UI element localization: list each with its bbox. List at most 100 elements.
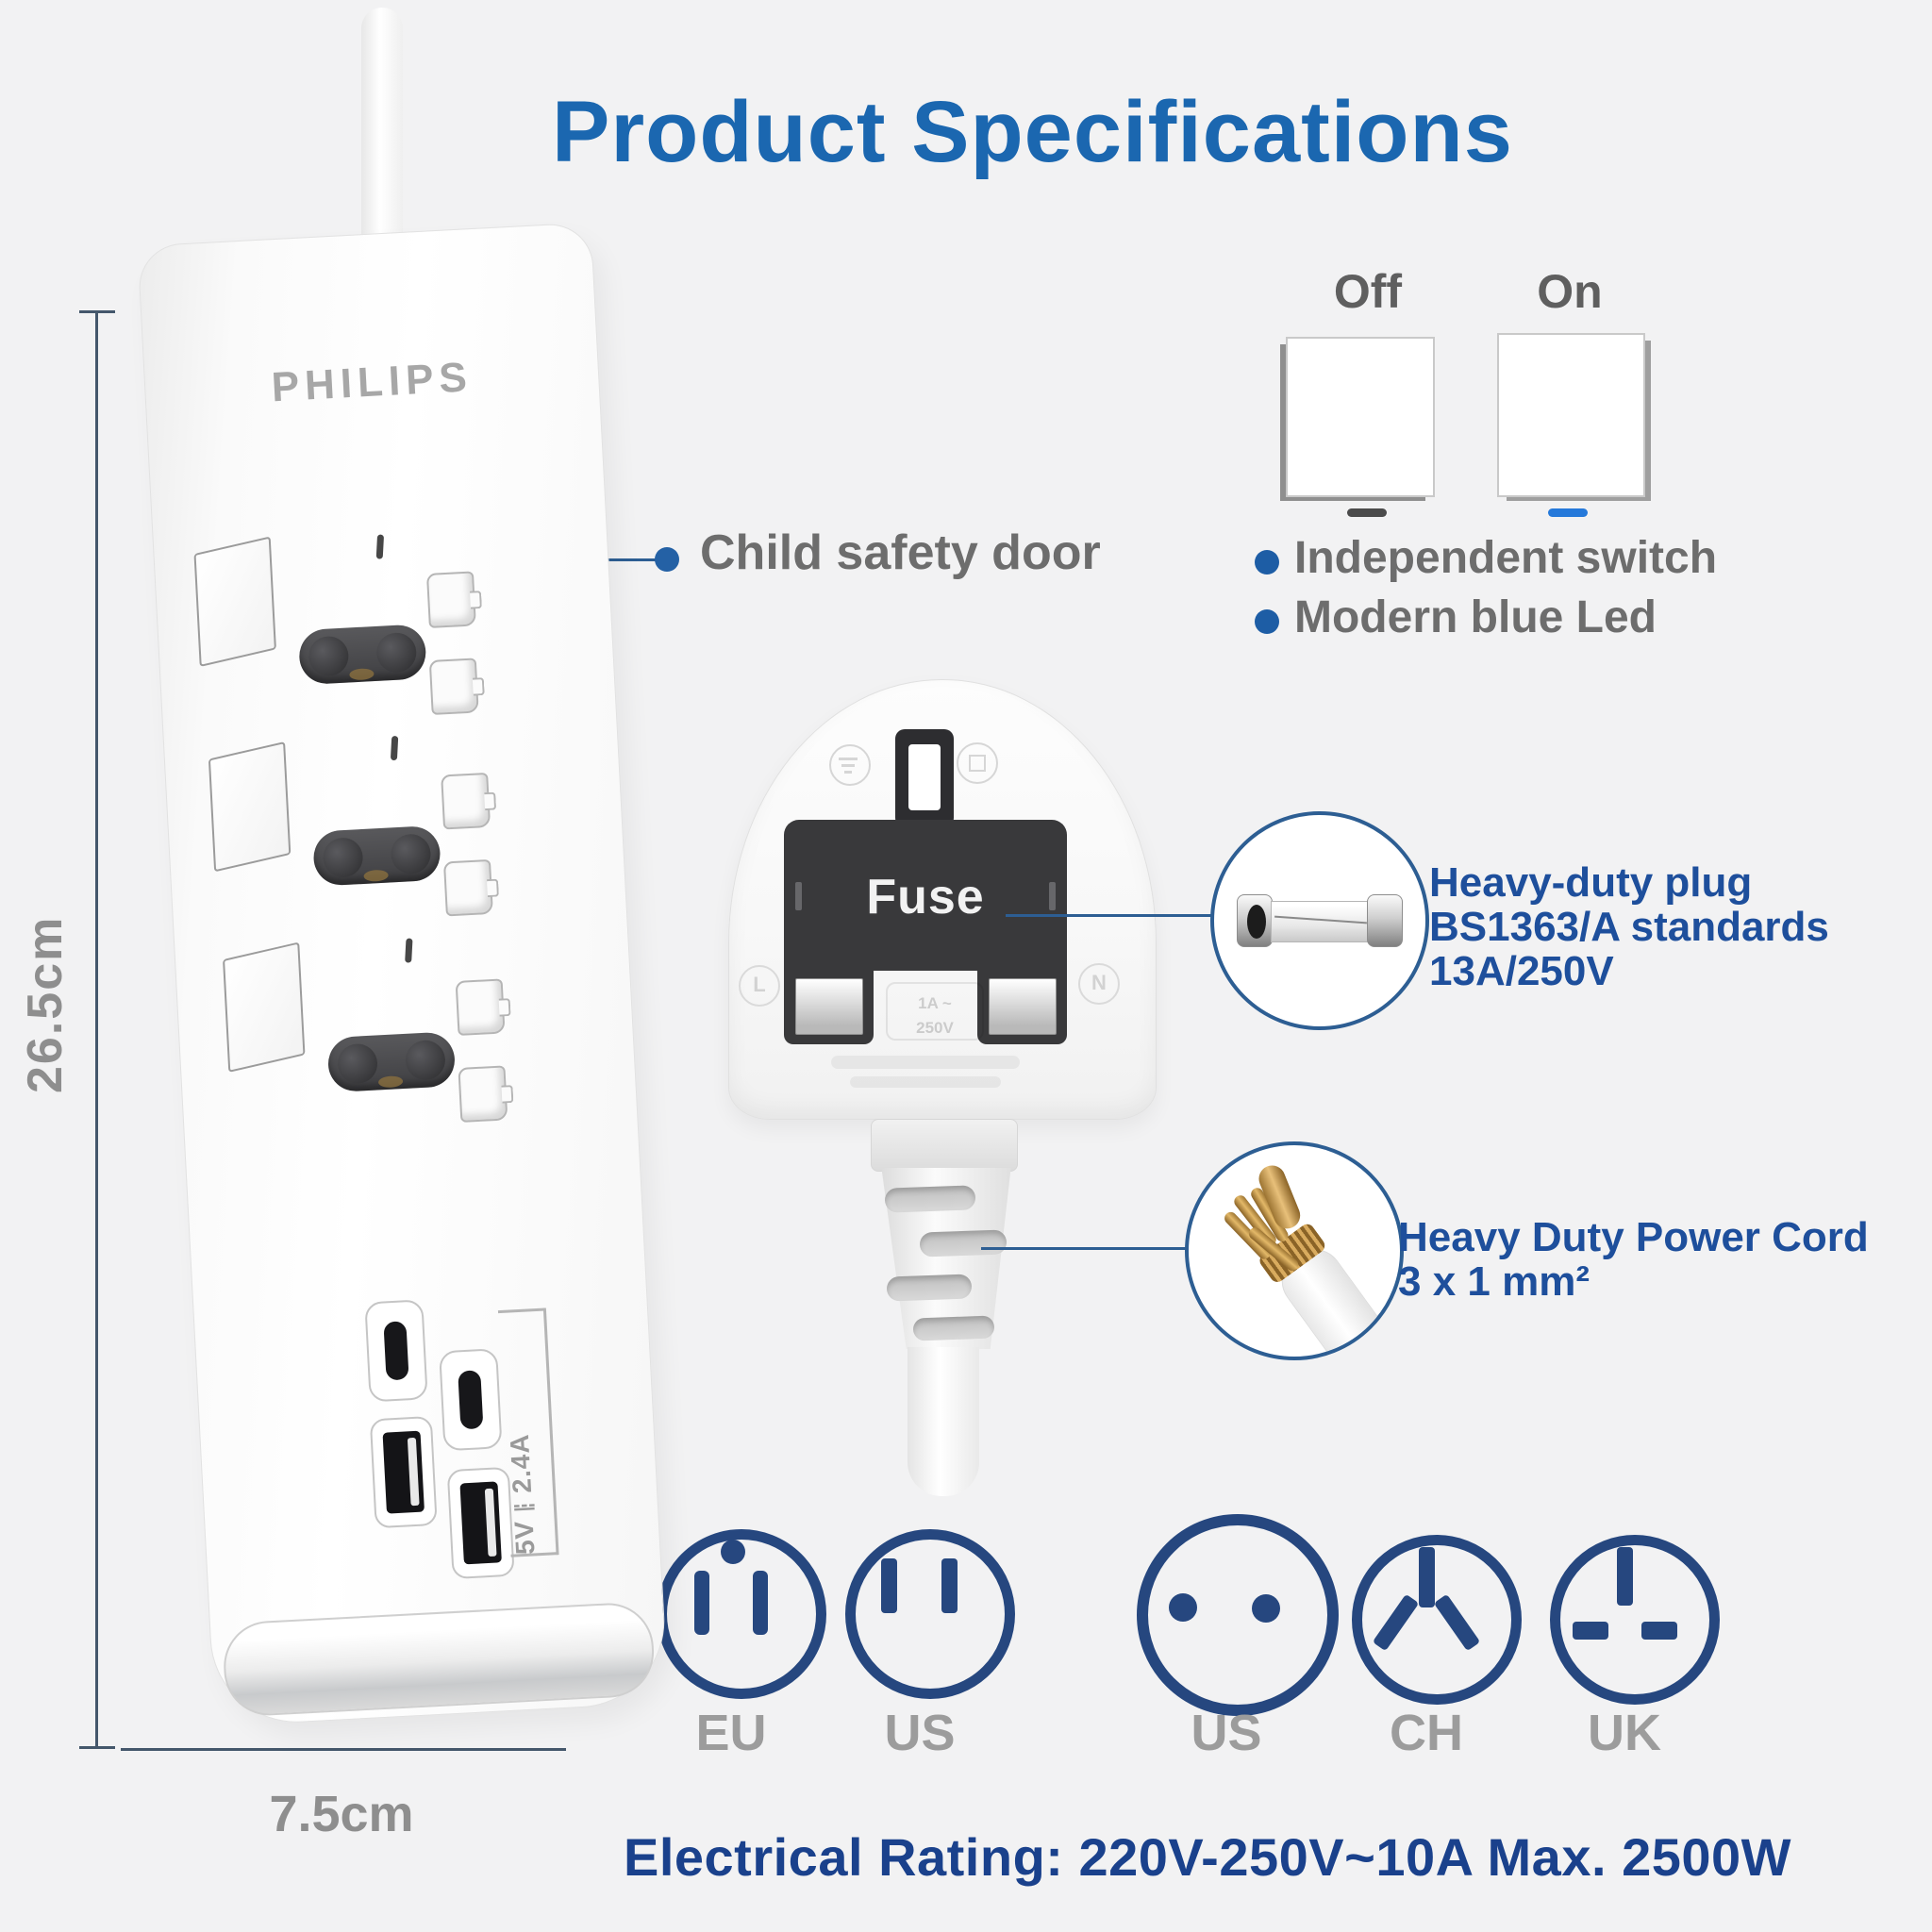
height-dimension-line bbox=[95, 311, 98, 1749]
embossed-text-line bbox=[850, 1076, 1001, 1088]
us-round-pin-hole bbox=[1252, 1594, 1280, 1623]
usb-c-port bbox=[439, 1348, 503, 1452]
plug-type-label: EU bbox=[695, 1705, 767, 1761]
switch-on-illustration bbox=[1497, 333, 1645, 497]
child-safety-label: Child safety door bbox=[700, 525, 1101, 580]
plug-type-label: US bbox=[1191, 1705, 1262, 1761]
ch-earth-slot bbox=[1419, 1547, 1435, 1607]
philips-logo: PHILIPS bbox=[270, 354, 474, 411]
feature-modern-blue-led: Modern blue Led bbox=[1294, 592, 1657, 642]
fuse-detail-circle bbox=[1210, 811, 1429, 1030]
strip-base bbox=[221, 1601, 657, 1718]
uk-earth-slot bbox=[1617, 1547, 1633, 1606]
fuse-end-cap bbox=[1367, 894, 1403, 947]
cord-heading-line: Heavy Duty Power Cord bbox=[1398, 1214, 1869, 1260]
uk-socket-icon bbox=[1550, 1535, 1720, 1705]
usb-c-port bbox=[364, 1299, 428, 1403]
double-insulation-icon bbox=[957, 742, 998, 784]
led-indicator bbox=[375, 534, 385, 559]
off-label: Off bbox=[1333, 265, 1403, 318]
plug-type-label: CH bbox=[1390, 1705, 1463, 1761]
eu-socket-icon bbox=[657, 1529, 826, 1699]
fuse-cap-opening bbox=[1247, 905, 1266, 939]
child-safety-callout-dot bbox=[655, 547, 679, 572]
uk-slot bbox=[1641, 1622, 1677, 1640]
bullet-icon bbox=[1255, 609, 1279, 634]
feature-independent-switch: Independent switch bbox=[1294, 533, 1718, 583]
on-indicator-dash bbox=[1548, 508, 1588, 517]
prong-slot bbox=[784, 971, 874, 1044]
width-dimension-label: 7.5cm bbox=[269, 1786, 414, 1842]
prong-pin bbox=[989, 978, 1057, 1035]
prong-slot bbox=[977, 971, 1067, 1044]
earth-pin bbox=[908, 744, 941, 810]
child-safety-slot bbox=[455, 978, 506, 1036]
child-safety-slot bbox=[458, 1065, 508, 1123]
receptacle-contact bbox=[377, 1075, 404, 1089]
ch-slot bbox=[1433, 1593, 1481, 1652]
on-label: On bbox=[1537, 265, 1603, 318]
child-safety-slot bbox=[425, 571, 476, 628]
cord-cross-section-icon bbox=[1189, 1145, 1400, 1357]
strain-relief-vent bbox=[912, 1315, 995, 1341]
receptacle-contact bbox=[363, 869, 389, 882]
power-switch bbox=[193, 536, 276, 667]
child-safety-slot bbox=[428, 658, 479, 715]
power-switch bbox=[223, 941, 306, 1073]
neutral-marker: N bbox=[1078, 963, 1120, 1005]
embossed-text-line bbox=[831, 1056, 1020, 1069]
plug-heading-line: Heavy-duty plug bbox=[1429, 859, 1753, 906]
earth-pin-slot bbox=[895, 729, 954, 827]
panel-notch bbox=[795, 882, 802, 910]
bullet-icon bbox=[1255, 550, 1279, 575]
two-pin-receptacle bbox=[326, 1031, 457, 1093]
usb-a-pin bbox=[459, 1481, 502, 1565]
width-dimension-line bbox=[121, 1748, 566, 1751]
height-dimension-bottom-tick bbox=[79, 1746, 115, 1749]
usb-a-port bbox=[446, 1466, 515, 1580]
cord-heading-line: 3 x 1 mm² bbox=[1398, 1258, 1590, 1305]
fuse-panel: Fuse bbox=[784, 820, 1067, 971]
uk-plug-cord bbox=[908, 1347, 979, 1496]
us-round-pin-hole bbox=[1169, 1593, 1197, 1622]
live-marker: L bbox=[739, 965, 780, 1007]
plug-heading-line: BS1363/A standards bbox=[1429, 904, 1829, 950]
usb-a-tongue bbox=[484, 1488, 497, 1557]
earth-symbol-icon bbox=[829, 744, 871, 786]
usb-a-tongue bbox=[407, 1437, 420, 1507]
prong-pin bbox=[795, 978, 863, 1035]
eu-earth-dot bbox=[721, 1540, 745, 1564]
strain-relief-vent bbox=[884, 1185, 976, 1213]
fuse-rating-amps: 1A ~ bbox=[918, 994, 952, 1012]
child-safety-slot bbox=[441, 772, 491, 830]
fuse-rating-volts: 250V bbox=[916, 1018, 954, 1037]
uk-plug: Fuse 1A ~ 250V L N bbox=[728, 679, 1157, 1120]
receptacle-contact bbox=[349, 668, 375, 681]
height-dimension-top-tick bbox=[79, 310, 115, 313]
child-safety-slot bbox=[442, 858, 493, 917]
ch-socket-icon bbox=[1352, 1535, 1522, 1705]
fuse-end-cap bbox=[1237, 894, 1273, 947]
eu-slot bbox=[694, 1571, 709, 1635]
off-indicator-dash bbox=[1347, 508, 1387, 517]
plug-collar bbox=[871, 1119, 1018, 1172]
plug-type-label: UK bbox=[1588, 1705, 1661, 1761]
panel-notch bbox=[1049, 882, 1056, 910]
strain-relief-vent bbox=[886, 1274, 973, 1302]
usb-c-pin bbox=[383, 1321, 409, 1381]
usb-a-port bbox=[369, 1415, 438, 1529]
plug-type-label: US bbox=[884, 1705, 956, 1761]
usb-c-pin bbox=[458, 1370, 484, 1430]
usb-output-bracket bbox=[497, 1307, 546, 1314]
height-dimension-label: 26.5cm bbox=[18, 915, 73, 1094]
fuse-icon bbox=[1237, 894, 1403, 947]
led-indicator bbox=[390, 735, 399, 761]
fuse-rating-emboss: 1A ~ 250V bbox=[886, 982, 984, 1041]
fuse-callout-line bbox=[1006, 914, 1213, 917]
electrical-rating: Electrical Rating: 220V-250V~10A Max. 25… bbox=[623, 1827, 1792, 1887]
us-socket-icon bbox=[845, 1529, 1015, 1699]
led-indicator bbox=[405, 938, 413, 963]
plug-heading-line: 13A/250V bbox=[1429, 948, 1614, 994]
cord-detail-circle bbox=[1185, 1141, 1404, 1360]
